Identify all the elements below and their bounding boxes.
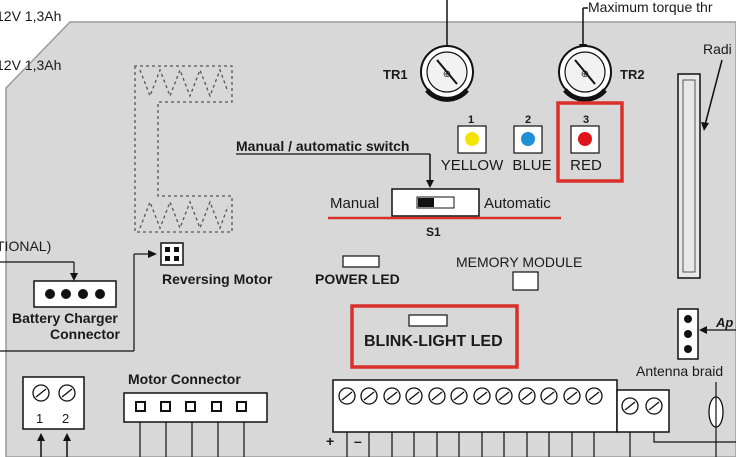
memory-module-label: MEMORY MODULE bbox=[456, 254, 582, 270]
led-3-label: RED bbox=[570, 157, 602, 174]
main-terminal-screws bbox=[338, 387, 603, 405]
power-led-label: POWER LED bbox=[315, 271, 400, 287]
memory-module-socket[interactable] bbox=[512, 271, 539, 291]
led-1-label: YELLOW bbox=[441, 157, 504, 174]
radio-label: Radi bbox=[703, 41, 732, 57]
reversing-motor-label: Reversing Motor bbox=[162, 271, 273, 287]
max-torque-label: Maximum torque thr bbox=[588, 0, 713, 15]
tr2-label: TR2 bbox=[620, 67, 645, 82]
blink-light-led-label: BLINK-LIGHT LED bbox=[364, 333, 503, 350]
tr1-label: TR1 bbox=[383, 67, 408, 82]
antenna-braid-label: Antenna braid bbox=[636, 363, 723, 379]
manual-auto-switch-label: Manual / automatic switch bbox=[236, 138, 409, 154]
board-outline bbox=[5, 21, 736, 457]
red-led-highlight bbox=[556, 101, 624, 183]
tr2-trimmer[interactable]: ⊕ bbox=[558, 45, 612, 102]
battery-label-mid: 12V 1,3Ah bbox=[0, 57, 61, 73]
led-1-number: 1 bbox=[468, 114, 474, 126]
led-2-number: 2 bbox=[525, 114, 531, 126]
optional-label: TIONAL) bbox=[0, 238, 51, 254]
led-1-dot bbox=[465, 132, 479, 146]
radio-module bbox=[677, 73, 701, 279]
automatic-label: Automatic bbox=[484, 195, 551, 212]
led-3: 3 RED bbox=[570, 114, 602, 174]
terminal-block-left bbox=[22, 376, 85, 430]
led-2: 2 BLUE bbox=[512, 114, 551, 174]
led-3-number: 3 bbox=[583, 114, 589, 126]
power-led bbox=[342, 255, 380, 268]
s1-label: S1 bbox=[426, 225, 441, 239]
led-2-label: BLUE bbox=[512, 157, 551, 174]
terminal-1-label: 1 bbox=[36, 411, 43, 426]
blink-light-led bbox=[408, 314, 448, 327]
reversing-motor-connector bbox=[160, 242, 184, 266]
ap-label: Ap bbox=[715, 315, 733, 330]
plus-label: + bbox=[326, 433, 334, 449]
svg-text:⊕: ⊕ bbox=[443, 69, 451, 80]
terminal-2-label: 2 bbox=[62, 411, 69, 426]
minus-label: – bbox=[354, 433, 362, 449]
motor-connector-label: Motor Connector bbox=[128, 371, 241, 387]
battery-label-top: 12V 1,3Ah bbox=[0, 8, 61, 24]
tr1-trimmer[interactable]: ⊕ bbox=[420, 45, 474, 102]
battery-charger-label-1: Battery Charger bbox=[12, 310, 118, 326]
transformer-outline bbox=[134, 65, 233, 233]
battery-charger-label-2: Connector bbox=[50, 326, 121, 342]
led-1: 1 YELLOW bbox=[441, 114, 504, 174]
manual-label: Manual bbox=[330, 195, 379, 212]
led-3-dot bbox=[578, 132, 592, 146]
s1-switch-knob[interactable] bbox=[418, 198, 434, 207]
led-2-dot bbox=[521, 132, 535, 146]
svg-text:⊕: ⊕ bbox=[581, 69, 589, 80]
blink-light-highlight bbox=[350, 304, 519, 369]
